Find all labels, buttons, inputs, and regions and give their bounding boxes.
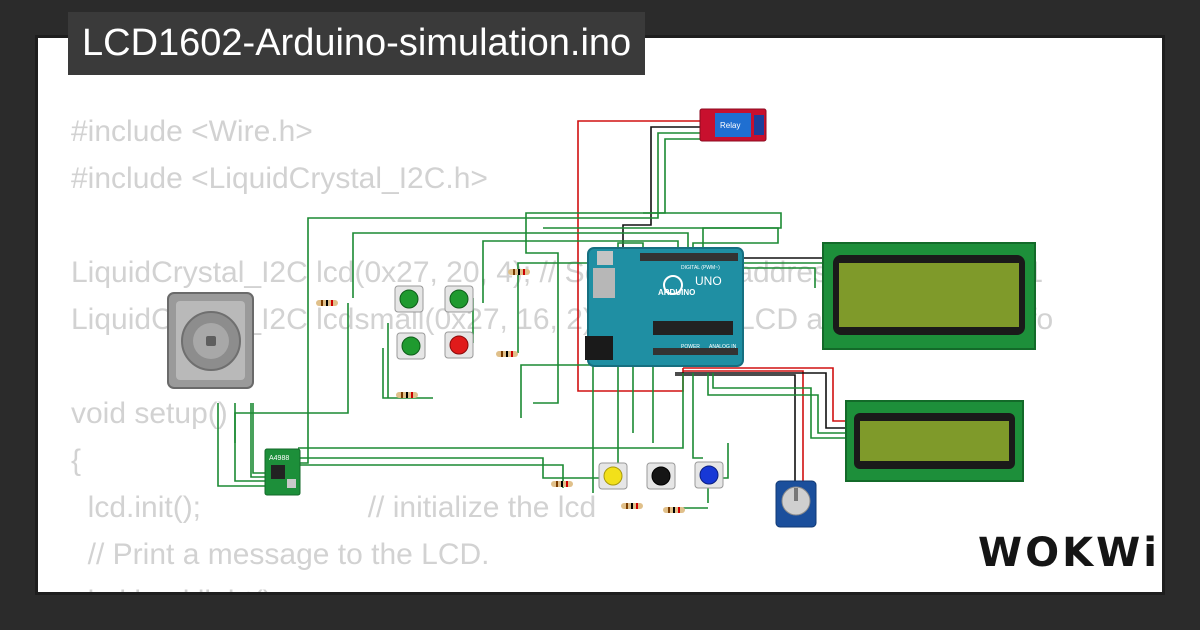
wire-green xyxy=(298,373,684,449)
digital-label: DIGITAL (PWM~) xyxy=(681,265,720,271)
pushbuttons xyxy=(394,285,724,490)
wire-green xyxy=(250,403,265,478)
resistors xyxy=(316,269,685,513)
potentiometer xyxy=(775,480,817,528)
wire-green xyxy=(543,227,779,248)
code-line: { xyxy=(71,444,82,477)
wire-green xyxy=(743,262,824,278)
wire-green xyxy=(352,232,689,298)
wire-black xyxy=(675,372,846,429)
wire-green xyxy=(743,267,816,288)
stepper-motor xyxy=(167,292,254,389)
arduino-uno-board: UNO ARDUINO DIGITAL (PWM~) POWER ANALOG … xyxy=(585,247,744,367)
resistor xyxy=(396,392,418,398)
pushbutton-green xyxy=(444,285,474,313)
lcd-2004 xyxy=(822,242,1036,350)
code-line: lcd.init(); // initialize the lcd xyxy=(71,491,597,524)
resistor xyxy=(508,269,530,275)
pushbutton-black xyxy=(646,462,676,490)
wokwi-logo: WOKWi xyxy=(978,530,1160,576)
code-line: #include <LiquidCrystal_I2C.h> xyxy=(71,162,488,195)
resistor xyxy=(621,503,643,509)
project-title: LCD1602-Arduino-simulation.ino xyxy=(68,12,646,75)
resistor xyxy=(551,481,573,487)
relay-label: Relay xyxy=(720,121,740,130)
preview-card: #include <Wire.h> #include <LiquidCrystal… xyxy=(35,35,1165,595)
wire-green xyxy=(252,403,265,474)
relay-module: Relay xyxy=(699,108,767,142)
resistor xyxy=(663,507,685,513)
wire-green xyxy=(707,373,846,434)
code-line: lcd.backlight(); xyxy=(71,578,1053,592)
power-label: POWER xyxy=(681,344,700,350)
pushbutton-blue xyxy=(694,461,724,489)
wire-green xyxy=(217,403,265,487)
a4988-driver: A4988 xyxy=(264,448,301,496)
circuit-diagram: A4988 Relay UNO ARDUINO DIGITAL (PWM~) P… xyxy=(167,108,1036,528)
arduino-brand: ARDUINO xyxy=(658,288,695,297)
lcd-1602 xyxy=(845,400,1024,482)
wire-green xyxy=(643,212,782,248)
code-line: void setup() xyxy=(71,397,228,430)
wires xyxy=(217,120,846,509)
wire-black xyxy=(675,374,796,493)
arduino-model: UNO xyxy=(695,274,722,288)
wire-green xyxy=(234,403,265,482)
driver-label: A4988 xyxy=(269,455,289,462)
analog-label: ANALOG IN xyxy=(709,344,737,350)
code-line: #include <Wire.h> xyxy=(71,115,313,148)
wire-green xyxy=(298,464,564,488)
wire-red xyxy=(683,367,846,422)
wire-green xyxy=(692,373,703,459)
wire-green xyxy=(382,348,433,399)
wire-green xyxy=(712,373,846,439)
pushbutton-green xyxy=(394,285,424,313)
pushbutton-yellow xyxy=(598,462,628,490)
wire-green xyxy=(265,132,700,464)
wire-black xyxy=(622,126,700,248)
pushbutton-green xyxy=(396,332,426,360)
wire-red xyxy=(683,370,804,493)
pushbutton-red xyxy=(444,331,474,359)
code-line: // Print a message to the LCD. xyxy=(71,538,490,571)
resistor xyxy=(316,300,338,306)
wire-green xyxy=(482,240,679,303)
wire-green xyxy=(298,457,603,479)
resistor xyxy=(496,351,518,357)
